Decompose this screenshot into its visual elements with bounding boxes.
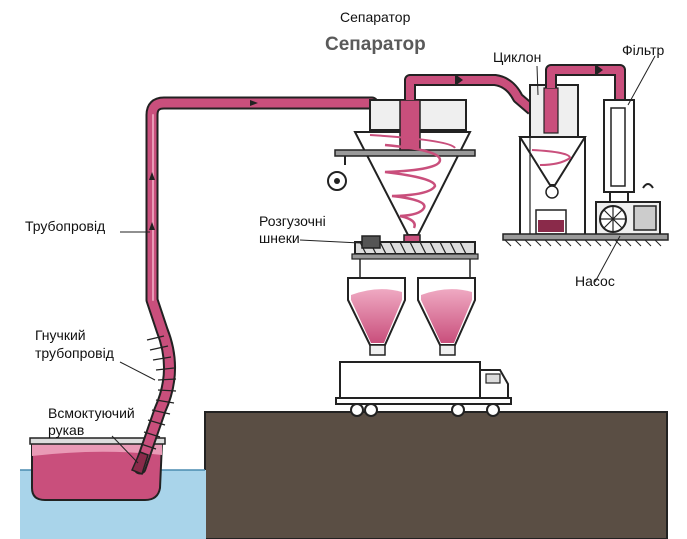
label-suction-sleeve-1: Всмоктуючий <box>48 405 135 421</box>
label-pump: Насос <box>575 273 615 289</box>
label-unloading-screws-2: шнеки <box>259 230 300 246</box>
label-flexible-pipe-2: трубопровід <box>35 345 114 361</box>
barge <box>29 437 166 501</box>
label-cyclone: Циклон <box>493 49 541 65</box>
pipeline <box>133 96 379 475</box>
truck <box>335 361 512 417</box>
cyclone <box>518 84 587 235</box>
equipment-platform <box>502 233 669 247</box>
unloading-screws <box>351 235 479 280</box>
flexible-pipe-section <box>140 335 177 450</box>
suction-nozzle <box>130 451 149 475</box>
label-separator-drawn: Сепаратор <box>325 34 426 55</box>
cyclone-filter-pipe <box>545 64 626 100</box>
ground-block <box>204 411 668 539</box>
label-flexible-pipe-1: Гнучкий <box>35 327 86 343</box>
leader-lines <box>111 55 656 464</box>
hopper-right <box>417 277 476 356</box>
label-separator: Сепаратор <box>340 9 411 25</box>
label-unloading-screws-1: Розгузочні <box>259 213 326 229</box>
separator-cyclone-pipe <box>404 74 536 115</box>
label-suction-sleeve-2: рукав <box>48 422 84 438</box>
separator <box>334 99 476 246</box>
valve-wheel <box>327 171 347 191</box>
hopper-left <box>347 277 406 356</box>
flow-arrows <box>149 100 258 230</box>
filter <box>603 99 635 236</box>
label-pipeline: Трубопровід <box>25 218 105 234</box>
label-filter: Фільтр <box>622 42 665 58</box>
